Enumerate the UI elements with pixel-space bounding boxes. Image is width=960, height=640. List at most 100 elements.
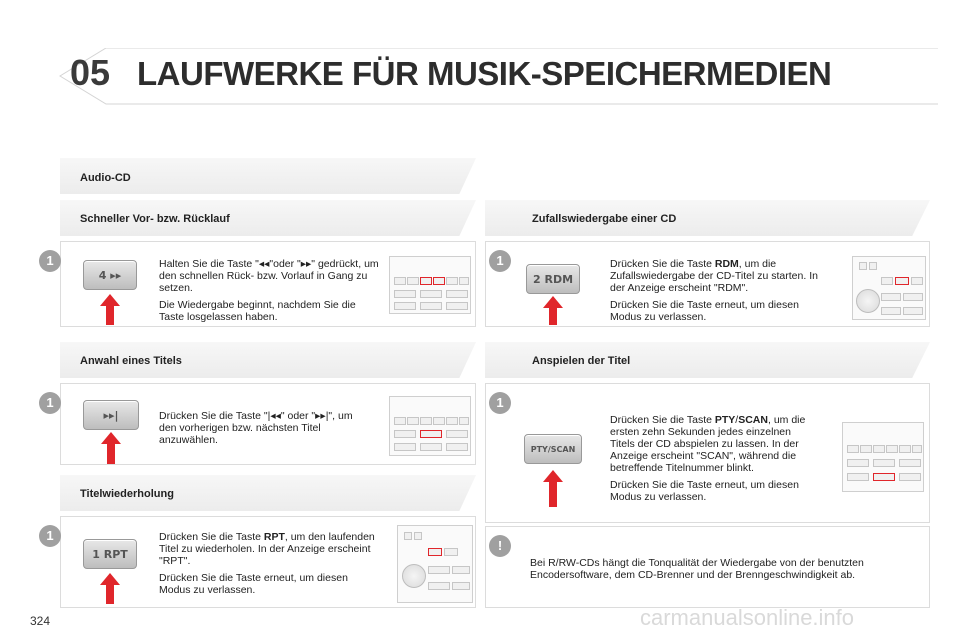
- panel-key: [433, 417, 445, 425]
- panel-key-highlighted: [895, 277, 909, 285]
- control-panel-illustration: [389, 256, 471, 314]
- step-box-select: 1 ▸▸| Drücken Sie die Taste "|◂◂" oder "…: [39, 383, 476, 465]
- panel-key: [394, 443, 416, 451]
- page-title: LAUFWERKE FÜR MUSIK-SPEICHERMEDIEN: [137, 55, 832, 92]
- control-panel-illustration: [852, 256, 926, 320]
- instruction-text: Drücken Sie die Taste RPT, um den laufen…: [159, 531, 375, 567]
- instruction-text: Die Wiedergabe beginnt, nachdem Sie die …: [159, 299, 356, 323]
- panel-key: [452, 566, 470, 574]
- arrow-shaft: [549, 481, 557, 507]
- arrow-up-icon: [543, 296, 563, 308]
- step-number-badge: 1: [39, 392, 61, 414]
- panel-key: [899, 473, 921, 481]
- arrow-up-icon: [543, 470, 563, 482]
- step-description: Halten Sie die Taste "◂◂"oder "▸▸" gedrü…: [159, 258, 381, 328]
- page-number: 324: [30, 614, 51, 628]
- volume-knob-icon: [856, 289, 880, 313]
- instruction-text: Halten Sie die Taste "◂◂"oder "▸▸" gedrü…: [159, 258, 379, 294]
- repeat-button-illustration: 1 RPT: [83, 539, 137, 569]
- step-description: Drücken Sie die Taste "|◂◂" oder "▸▸|", …: [159, 410, 369, 451]
- instruction-text: Drücken Sie die Taste PTY/SCAN, um die e…: [610, 414, 806, 474]
- arrow-shaft: [106, 584, 114, 604]
- panel-key: [407, 417, 419, 425]
- panel-key: [446, 443, 468, 451]
- step-box-fast: 1 4 ▸▸ Halten Sie die Taste "◂◂"oder "▸▸…: [39, 241, 476, 328]
- instruction-text: Drücken Sie die Taste "|◂◂" oder "▸▸|", …: [159, 410, 353, 446]
- step-description: Drücken Sie die Taste PTY/SCAN, um die e…: [610, 414, 810, 508]
- panel-key: [420, 290, 442, 298]
- arrow-up-icon: [100, 573, 120, 585]
- arrow-shaft: [107, 443, 115, 464]
- arrow-up-icon: [101, 432, 121, 444]
- panel-key: [911, 277, 923, 285]
- panel-key-highlighted: [428, 548, 442, 556]
- panel-key: [446, 277, 458, 285]
- step-number-badge: 1: [489, 392, 511, 414]
- section-title-audio-cd: Audio-CD: [80, 172, 131, 184]
- panel-key: [420, 417, 432, 425]
- panel-key-highlighted: [433, 277, 445, 285]
- panel-key: [446, 417, 458, 425]
- warning-badge: !: [489, 535, 511, 557]
- arrow-shaft: [549, 307, 557, 325]
- section-banner-fast: [60, 200, 476, 236]
- arrow-up-icon: [100, 294, 120, 306]
- arrow-shaft: [106, 305, 114, 325]
- panel-key: [444, 548, 458, 556]
- instruction-text: Drücken Sie die Taste erneut, um diesen …: [610, 479, 799, 503]
- section-banner-select: [60, 342, 476, 378]
- panel-key: [404, 532, 412, 540]
- panel-key: [407, 277, 419, 285]
- panel-key: [394, 417, 406, 425]
- panel-key: [859, 262, 867, 270]
- panel-key: [446, 290, 468, 298]
- panel-key: [459, 277, 469, 285]
- panel-key: [394, 302, 416, 310]
- section-title-fast: Schneller Vor- bzw. Rücklauf: [80, 213, 230, 225]
- section-banner-audio-cd: [60, 158, 476, 194]
- panel-key: [899, 459, 921, 467]
- panel-key-highlighted: [420, 430, 442, 438]
- panel-key-highlighted: [420, 277, 432, 285]
- step-box-random: 1 2 RDM Drücken Sie die Taste RDM, um di…: [485, 241, 930, 327]
- step-number-badge: 1: [39, 250, 61, 272]
- control-panel-illustration: [397, 525, 473, 603]
- panel-key: [881, 307, 901, 315]
- panel-key: [886, 445, 898, 453]
- panel-key: [394, 277, 406, 285]
- scan-button-illustration: PTY/SCAN: [524, 434, 582, 464]
- panel-key: [847, 459, 869, 467]
- section-banner-repeat: [60, 475, 476, 511]
- section-title-random: Zufallswiedergabe einer CD: [532, 213, 677, 225]
- panel-key: [394, 430, 416, 438]
- panel-key: [873, 445, 885, 453]
- panel-key: [912, 445, 922, 453]
- panel-key: [903, 307, 923, 315]
- section-title-repeat: Titelwiederholung: [80, 488, 174, 500]
- panel-key: [899, 445, 911, 453]
- note-box: ! Bei R/RW-CDs hängt die Tonqualität der…: [485, 526, 930, 608]
- volume-knob-icon: [402, 564, 426, 588]
- panel-key: [881, 293, 901, 301]
- panel-key: [420, 302, 442, 310]
- section-title-scan: Anspielen der Titel: [532, 355, 631, 367]
- panel-key: [873, 459, 895, 467]
- section-banner-random: [485, 200, 930, 236]
- panel-key: [446, 430, 468, 438]
- panel-key: [847, 445, 859, 453]
- watermark: carmanualsonline.info: [640, 605, 855, 630]
- panel-key: [847, 473, 869, 481]
- panel-key: [860, 445, 872, 453]
- section-banner-scan: [485, 342, 930, 378]
- panel-key: [459, 417, 469, 425]
- note-text: Bei R/RW-CDs hängt die Tonqualität der W…: [530, 557, 864, 581]
- step-number-badge: 1: [39, 525, 61, 547]
- random-button-illustration: 2 RDM: [526, 264, 580, 294]
- track-button-illustration: ▸▸|: [83, 400, 139, 430]
- panel-key: [420, 443, 442, 451]
- step-description: Drücken Sie die Taste RDM, um die Zufall…: [610, 258, 832, 328]
- instruction-text: Drücken Sie die Taste RDM, um die Zufall…: [610, 258, 818, 294]
- instruction-text: Drücken Sie die Taste erneut, um diesen …: [610, 299, 799, 323]
- panel-key: [446, 302, 468, 310]
- header-frame: [59, 48, 938, 105]
